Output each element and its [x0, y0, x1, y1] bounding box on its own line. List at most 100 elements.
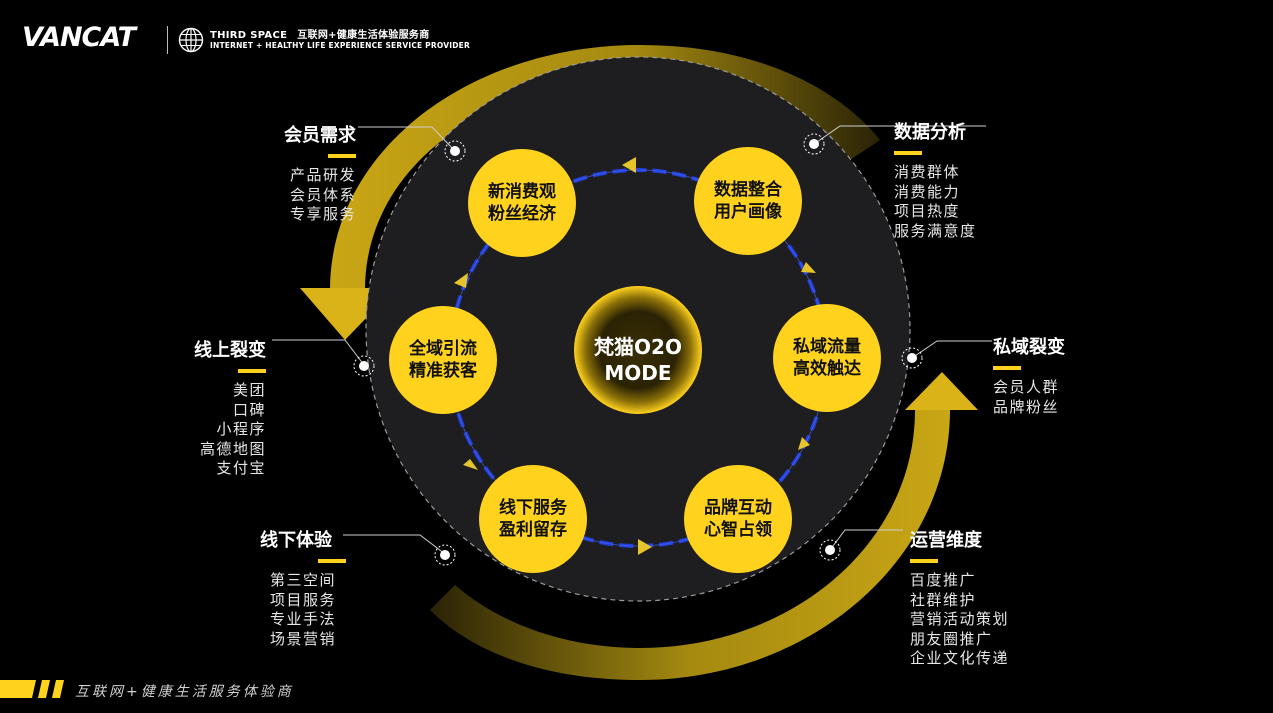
category-items: 美团 口碑 小程序 高德地图 支付宝 — [150, 381, 266, 479]
category-items: 第三空间 项目服务 专业手法 场景营销 — [270, 571, 410, 649]
category-accent-bar — [328, 154, 356, 158]
vancat-logo: VANCAT — [22, 22, 136, 53]
marker-data — [803, 133, 825, 155]
ring-arrow-upper-left — [454, 273, 468, 288]
node-offline-service: 线下服务盈利留存 — [479, 465, 587, 573]
node-line2: 精准获客 — [409, 361, 477, 381]
category-accent-bar — [910, 559, 938, 563]
list-item: 社群维护 — [910, 590, 977, 609]
list-item: 场景营销 — [270, 629, 337, 648]
category-items: 产品研发 会员体系 专享服务 — [210, 166, 356, 225]
outer-arc-bottom — [430, 410, 950, 680]
ring-arrow-lower-left — [463, 459, 478, 470]
category-title: 会员需求 — [284, 125, 356, 146]
connector-online — [272, 339, 365, 366]
center-hub — [574, 286, 702, 414]
node-data-integration: 数据整合用户画像 — [694, 147, 802, 255]
footer-stripes-icon — [0, 680, 64, 698]
connector-offline — [343, 534, 446, 555]
center-label-line1: 梵猫O2O — [594, 335, 682, 359]
list-item: 会员体系 — [289, 185, 356, 204]
category-items: 百度推广 社群维护 营销活动策划 朋友圈推广 企业文化传递 — [910, 571, 1080, 669]
connector-markers — [353, 133, 923, 566]
node-omni-traffic: 全域引流精准获客 — [389, 306, 497, 414]
brand-subtitle: INTERNET + HEALTHY LIFE EXPERIENCE SERVI… — [210, 41, 470, 50]
category-title: 运营维度 — [910, 530, 982, 551]
list-item: 企业文化传递 — [910, 649, 1010, 667]
ring-arrow-lower-right — [798, 437, 810, 450]
brand-cn: 互联网+健康生活体验服务商 — [297, 30, 430, 41]
category-online: 线上裂变 美团 口碑 小程序 高德地图 支付宝 — [150, 336, 266, 479]
list-item: 消费能力 — [894, 182, 961, 201]
node-line2: 高效触达 — [793, 359, 861, 379]
node-line1: 全域引流 — [409, 338, 477, 359]
logo-divider — [167, 26, 168, 54]
list-item: 服务满意度 — [894, 221, 977, 240]
marker-member — [444, 140, 466, 162]
category-private: 私域裂变 会员人群 品牌粉丝 — [993, 333, 1133, 417]
ring-arrow-top — [622, 157, 636, 173]
connector-member — [358, 126, 455, 151]
node-line2: 盈利留存 — [499, 520, 567, 540]
list-item: 消费群体 — [894, 163, 961, 181]
node-line1: 数据整合 — [714, 179, 782, 200]
list-item: 高德地图 — [199, 439, 266, 458]
ring-arrow-upper-right — [801, 262, 816, 273]
connector-data — [813, 125, 986, 145]
outer-arc-top — [330, 45, 880, 290]
disc-dashed-border — [365, 56, 911, 602]
node-line1: 品牌互动 — [704, 497, 772, 518]
node-new-consumption: 新消费观粉丝经济 — [468, 149, 576, 257]
list-item: 项目服务 — [270, 590, 337, 609]
category-title: 线上裂变 — [194, 340, 266, 361]
center-label: 梵猫O2O MODE — [585, 334, 691, 386]
category-title: 私域裂变 — [993, 337, 1065, 358]
list-item: 品牌粉丝 — [993, 397, 1060, 416]
category-offline: 线下体验 第三空间 项目服务 专业手法 场景营销 — [260, 526, 410, 649]
list-item: 美团 — [232, 381, 266, 399]
list-item: 朋友圈推广 — [910, 629, 993, 648]
list-item: 小程序 — [216, 420, 266, 438]
node-line1: 线下服务 — [499, 497, 567, 518]
connector-ops — [829, 529, 903, 551]
list-item: 第三空间 — [270, 571, 337, 589]
node-private-traffic: 私域流量高效触达 — [773, 304, 881, 412]
category-accent-bar — [993, 366, 1021, 370]
brand-title: THIRD SPACE 互联网+健康生活体验服务商 — [210, 26, 430, 41]
list-item: 专业手法 — [270, 610, 337, 628]
category-title: 数据分析 — [894, 122, 966, 143]
list-item: 专享服务 — [289, 205, 356, 223]
category-accent-bar — [238, 369, 266, 373]
category-member: 会员需求 产品研发 会员体系 专享服务 — [210, 121, 356, 225]
node-line2: 心智占领 — [704, 520, 772, 540]
list-item: 产品研发 — [289, 166, 356, 184]
marker-private — [901, 347, 923, 369]
node-line2: 用户画像 — [714, 202, 782, 222]
marker-online — [353, 355, 375, 377]
category-title: 线下体验 — [260, 530, 332, 551]
brand-en: THIRD SPACE — [210, 30, 288, 41]
node-brand-interaction: 品牌互动心智占领 — [684, 465, 792, 573]
node-line2: 粉丝经济 — [488, 204, 556, 224]
category-accent-bar — [318, 559, 346, 563]
category-data: 数据分析 消费群体 消费能力 项目热度 服务满意度 — [894, 118, 1054, 241]
marker-offline — [434, 544, 456, 566]
outer-arc-bottom-arrowhead — [905, 372, 978, 410]
list-item: 口碑 — [232, 400, 266, 419]
category-items: 会员人群 品牌粉丝 — [993, 378, 1133, 417]
node-line1: 新消费观 — [488, 181, 556, 202]
center-label-line2: MODE — [604, 361, 672, 385]
list-item: 支付宝 — [216, 459, 266, 477]
list-item: 项目热度 — [894, 202, 961, 220]
ring-arrow-bottom — [638, 539, 652, 555]
globe-icon — [178, 27, 204, 53]
category-accent-bar — [894, 151, 922, 155]
footer-tagline: 互联网+健康生活服务体验商 — [75, 684, 294, 700]
list-item: 会员人群 — [993, 378, 1060, 396]
list-item: 百度推广 — [910, 571, 977, 589]
list-item: 营销活动策划 — [910, 610, 1010, 628]
node-line1: 私域流量 — [793, 336, 861, 357]
category-ops: 运营维度 百度推广 社群维护 营销活动策划 朋友圈推广 企业文化传递 — [910, 526, 1080, 669]
marker-ops — [819, 539, 841, 561]
connector-private — [911, 340, 992, 359]
